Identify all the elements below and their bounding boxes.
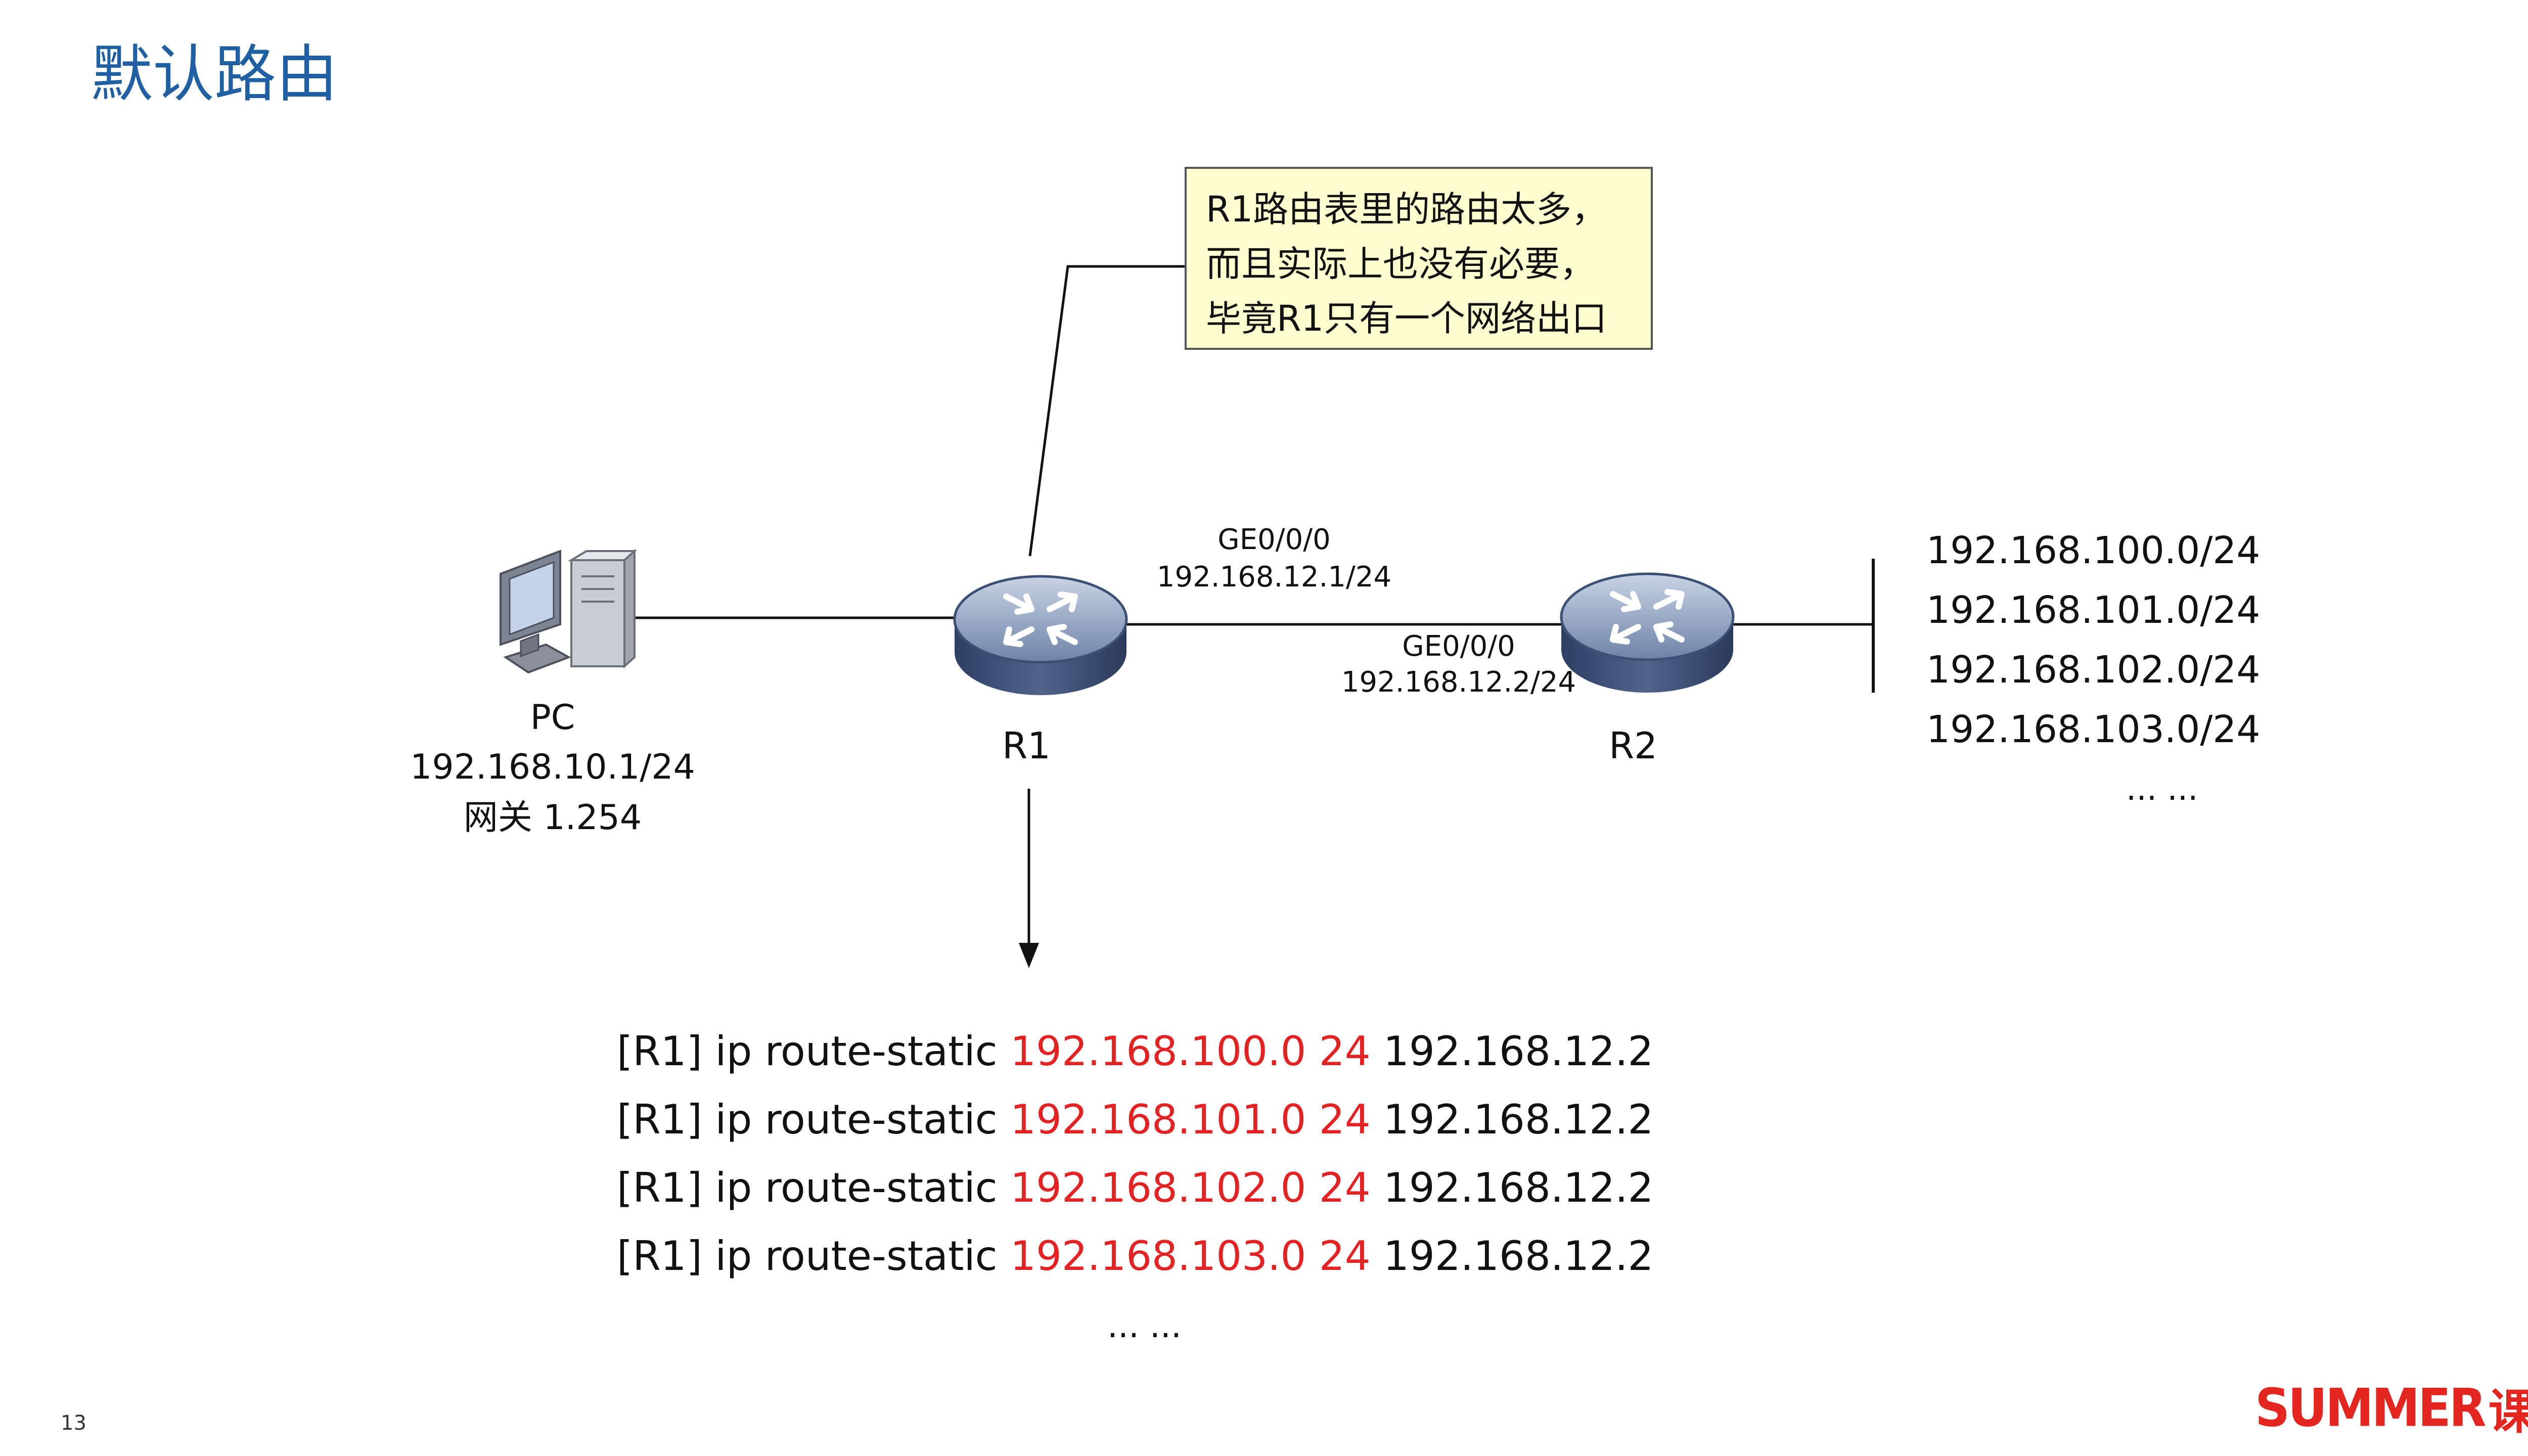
command-prefix: [R1] ip route-static	[617, 1233, 1011, 1280]
command-nexthop: 192.168.12.2	[1370, 1028, 1654, 1075]
network-more: ... ...	[2126, 770, 2198, 808]
callout-line: 而且实际上也没有必要，	[1206, 243, 1595, 285]
command-line: [R1] ip route-static 192.168.100.0 24 19…	[617, 1017, 1653, 1085]
brand-cjk: 课堂	[2488, 1385, 2528, 1440]
command-destination: 192.168.100.0 24	[1010, 1028, 1371, 1075]
network-item: 192.168.101.0/24	[1926, 588, 2261, 632]
commands-more: ... ...	[1107, 1306, 1182, 1345]
router-r1-name: R1	[1002, 724, 1051, 767]
router-r2-name: R2	[1609, 724, 1657, 767]
network-item: 192.168.103.0/24	[1926, 708, 2261, 751]
command-prefix: [R1] ip route-static	[617, 1164, 1011, 1211]
network-item: 192.168.102.0/24	[1926, 648, 2261, 692]
slide-title: 默认路由	[91, 38, 338, 110]
router-r1-icon	[953, 575, 1128, 695]
callout-leader-line	[1028, 265, 1185, 557]
command-line: [R1] ip route-static 192.168.101.0 24 19…	[617, 1085, 1653, 1154]
command-line: [R1] ip route-static 192.168.102.0 24 19…	[617, 1154, 1653, 1222]
pc-gateway: 网关 1.254	[463, 798, 642, 838]
brand-logo: SUMMER课堂	[2255, 1377, 2528, 1440]
command-prefix: [R1] ip route-static	[617, 1096, 1011, 1143]
command-nexthop: 192.168.12.2	[1370, 1164, 1654, 1211]
command-prefix: [R1] ip route-static	[617, 1028, 1011, 1075]
r1-interface-ip: 192.168.12.1/24	[1156, 561, 1392, 594]
router-r2-icon	[1560, 572, 1735, 693]
command-destination: 192.168.103.0 24	[1010, 1233, 1371, 1280]
pc-icon	[500, 549, 638, 674]
callout-note: R1路由表里的路由太多， 而且实际上也没有必要， 毕竟R1只有一个网络出口	[1185, 167, 1653, 350]
page-number: 13	[61, 1412, 86, 1435]
pc-name: PC	[530, 698, 575, 738]
callout-line: 毕竟R1只有一个网络出口	[1206, 298, 1607, 339]
r2-interface-ip: 192.168.12.2/24	[1341, 666, 1576, 699]
brand-latin: SUMMER	[2255, 1377, 2487, 1439]
command-nexthop: 192.168.12.2	[1370, 1096, 1654, 1143]
command-nexthop: 192.168.12.2	[1370, 1233, 1654, 1280]
command-destination: 192.168.102.0 24	[1010, 1164, 1371, 1211]
network-item: 192.168.100.0/24	[1926, 529, 2261, 572]
command-line: [R1] ip route-static 192.168.103.0 24 19…	[617, 1222, 1653, 1290]
r1-interface-name: GE0/0/0	[1217, 523, 1331, 556]
command-destination: 192.168.101.0 24	[1010, 1096, 1371, 1143]
r2-interface-name: GE0/0/0	[1402, 630, 1515, 663]
pc-ip: 192.168.10.1/24	[410, 747, 695, 787]
callout-line: R1路由表里的路由太多，	[1206, 189, 1607, 230]
